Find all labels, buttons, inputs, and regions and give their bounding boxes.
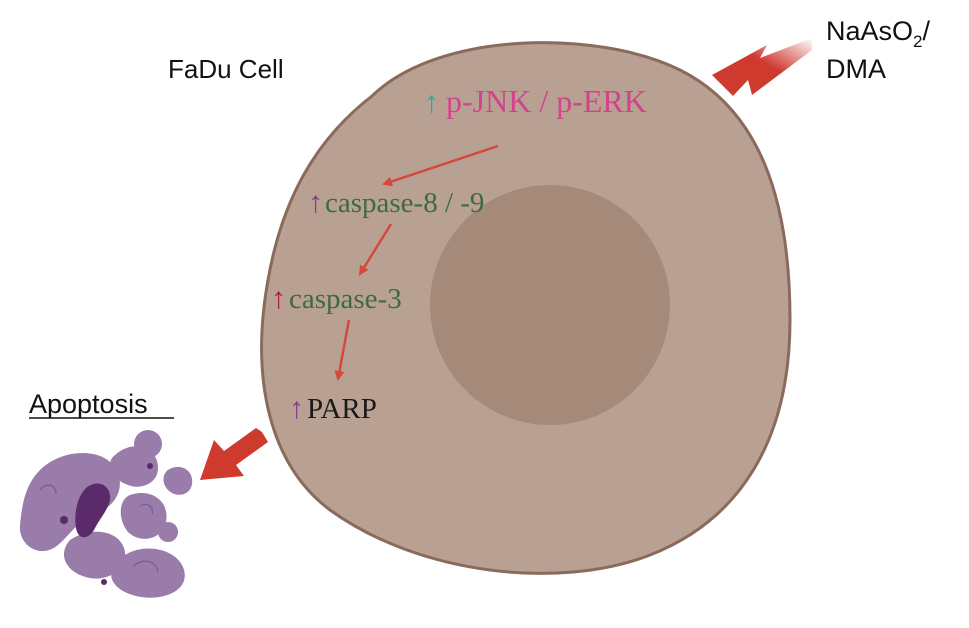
- pathway-step-caspase-3: ↑ caspase-3: [271, 282, 402, 315]
- pathway-step-jnk: ↑ p-JNK / p-ERK: [424, 83, 647, 119]
- apoptosis-label: Apoptosis: [29, 389, 148, 419]
- apoptosis-arrow: [200, 428, 268, 480]
- treatment-label-line2: DMA: [826, 54, 886, 84]
- pathway-step-parp: ↑ PARP: [289, 392, 377, 425]
- treatment-label: NaAsO2/: [826, 16, 931, 51]
- pathway-label-caspase-8-9: caspase-8 / -9: [325, 187, 484, 219]
- pathway-step-caspase-8-9: ↑ caspase-8 / -9: [308, 186, 484, 219]
- up-arrow-icon: ↑: [424, 86, 439, 119]
- pathway-label-jnk: p-JNK / p-ERK: [446, 83, 647, 119]
- treatment-slash: /: [923, 16, 931, 46]
- treatment-main: NaAsO: [826, 16, 913, 46]
- apoptotic-bodies-illustration: [19, 430, 193, 598]
- up-arrow-icon: ↑: [308, 186, 323, 219]
- arrow-casp3-to-parp: [334, 319, 351, 381]
- pathway-label-caspase-3: caspase-3: [289, 283, 402, 315]
- arrow-casp89-to-casp3: [358, 223, 393, 276]
- arrow-jnk-to-casp89: [382, 144, 499, 187]
- pathway-arrows: [334, 144, 499, 381]
- cell-nucleus: [430, 185, 670, 425]
- pathway-label-parp: PARP: [307, 393, 377, 425]
- treatment-subscript: 2: [913, 32, 922, 51]
- stimulus-arrow: [712, 38, 812, 96]
- cell-label: FaDu Cell: [168, 54, 284, 84]
- up-arrow-icon: ↑: [289, 392, 304, 425]
- up-arrow-icon: ↑: [271, 282, 286, 315]
